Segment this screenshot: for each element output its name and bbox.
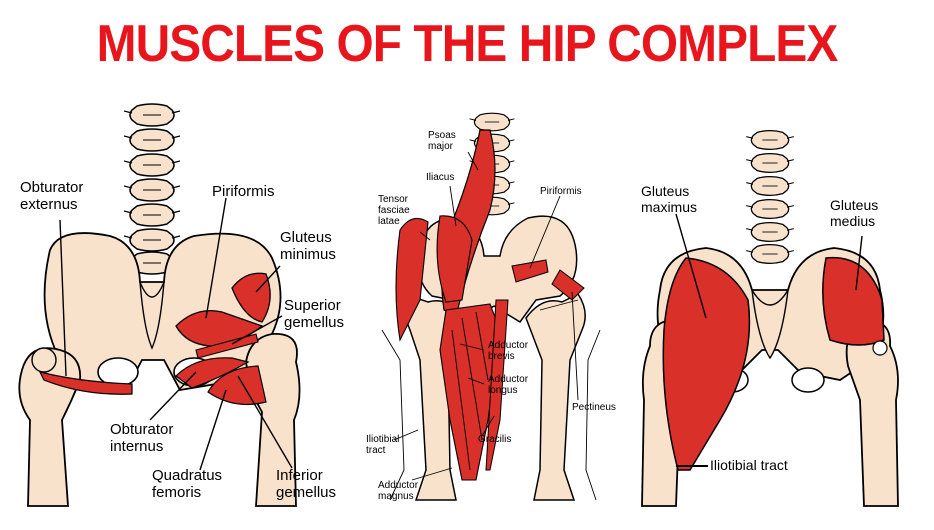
tensor-fasciae-latae-shape — [395, 217, 429, 342]
obturator-externus-shape — [38, 371, 133, 395]
middle-panel-illustration — [381, 112, 601, 501]
label-iliacus: Iliacus — [426, 172, 455, 183]
gracilis-shape — [485, 299, 509, 471]
gluteus-maximus-shape — [662, 257, 751, 471]
label-iliotibial-tract-middle: Iliotibial tract — [366, 434, 400, 457]
label-obturator-externus: Obturator externus — [20, 179, 84, 213]
label-adductor-brevis: Adductor brevis — [488, 340, 529, 363]
piriformis-middle-shape — [511, 259, 549, 283]
left-spine — [123, 103, 181, 275]
left-femur-left — [18, 347, 82, 507]
middle-femur-right — [525, 293, 586, 501]
label-gracilis: Gracilis — [478, 434, 512, 445]
left-panel-illustration — [18, 103, 301, 507]
label-inferior-gemellus: Inferior gemellus — [276, 467, 337, 501]
label-gluteus-medius: Gluteus medius — [830, 197, 879, 229]
gluteus-medius-shape — [822, 256, 885, 346]
label-psoas-major: Psoas major — [428, 130, 456, 153]
page-title: MUSCLES OF THE HIP COMPLEX — [96, 15, 839, 73]
label-adductor-magnus: Adductor magnus — [378, 480, 419, 503]
gluteus-minimus-shape — [231, 272, 271, 323]
label-adductor-longus: Adductor longus — [488, 374, 529, 397]
superior-gemellus-shape — [195, 333, 259, 359]
label-quadratus-femoris: Quadratus femoris — [152, 467, 223, 501]
label-piriformis-middle: Piriformis — [540, 186, 582, 197]
label-gluteus-minimus: Gluteus minimus — [280, 229, 336, 263]
label-gluteus-maximus: Gluteus maximus — [641, 183, 698, 215]
label-tensor-fasciae-latae: Tensor fasciae latae — [378, 194, 410, 228]
adductors-shape — [439, 303, 501, 481]
right-panel-illustration — [641, 130, 899, 507]
label-iliotibial-tract-right: Iliotibial tract — [710, 457, 788, 473]
label-obturator-internus: Obturator internus — [110, 421, 174, 455]
quadratus-femoris-shape — [207, 365, 267, 405]
right-spine — [745, 130, 795, 264]
right-femur-right — [845, 319, 899, 507]
label-pectineus: Pectineus — [572, 402, 616, 413]
label-piriformis: Piriformis — [212, 183, 275, 200]
label-superior-gemellus: Superior gemellus — [284, 297, 345, 331]
iliacus-shape — [436, 215, 473, 303]
obturator-internus-shape — [175, 357, 250, 389]
